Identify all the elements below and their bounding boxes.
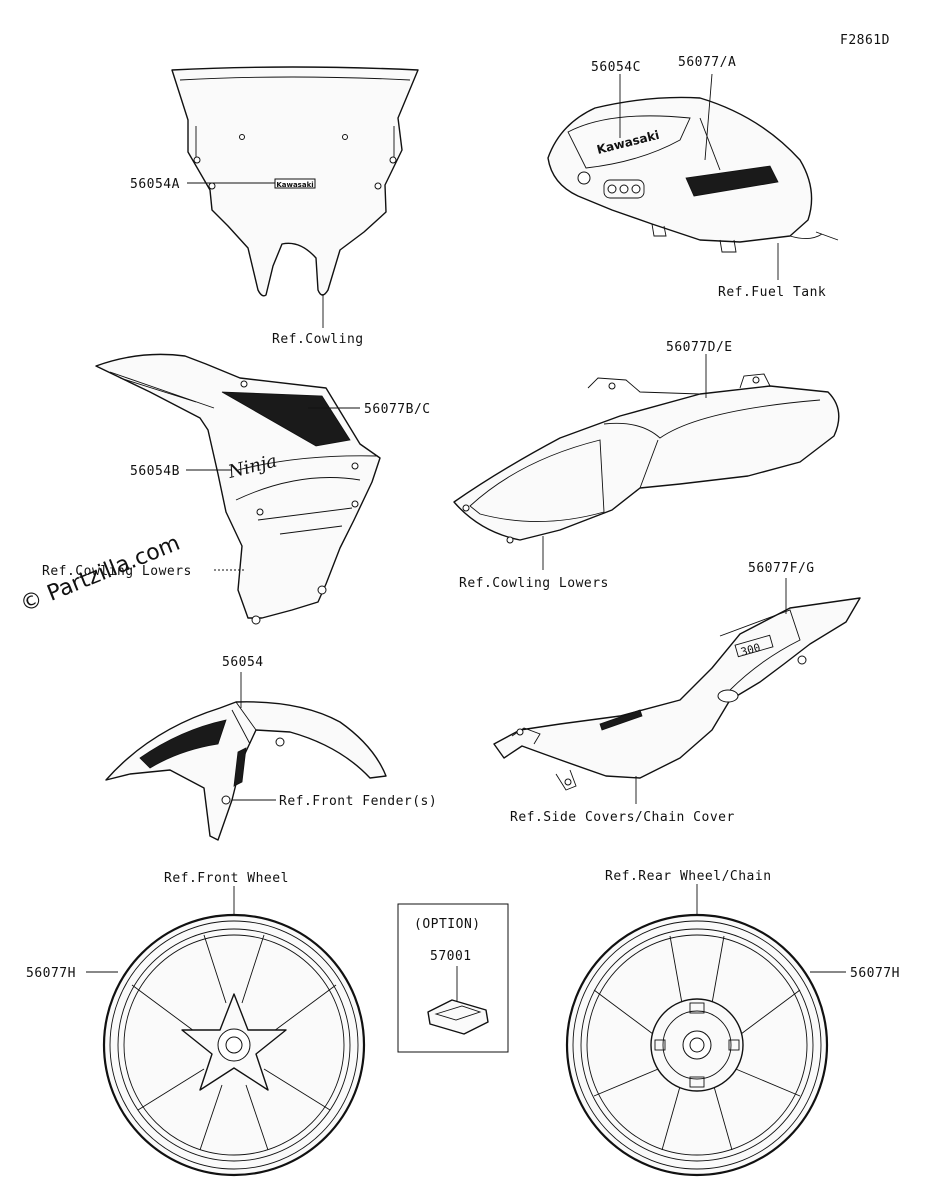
front-wheel-ref-label: Ref.Front Wheel <box>164 871 289 886</box>
left-lower-group: Ninja 56077B/C 56054B Ref.Cowling Lowers <box>42 353 431 625</box>
windscreen-part-label: 56054A <box>130 177 180 192</box>
fuel-tank-part <box>547 96 813 243</box>
option-box-title: (OPTION) <box>414 917 481 932</box>
option-box-group: (OPTION) 57001 <box>397 903 509 1053</box>
side-cover-group: 300 56077F/G Ref.Side Covers/Chain Cover <box>493 561 861 825</box>
right-lower-part-label: 56077D/E <box>666 340 733 355</box>
right-lower-part <box>453 385 840 541</box>
front-fender-part <box>105 701 387 841</box>
windscreen-decal <box>274 178 316 189</box>
side-cover-part-label: 56077F/G <box>748 561 815 576</box>
front-wheel-part-label: 56077H <box>26 966 76 981</box>
windscreen-decal-text: Kawasaki <box>276 181 313 189</box>
side-cover-part <box>493 597 861 779</box>
right-lower-group: 56077D/E Ref.Cowling Lowers <box>453 340 840 591</box>
side-cover-decal-text: 300 <box>739 641 762 659</box>
option-box-part-label: 57001 <box>430 949 472 964</box>
option-part <box>427 999 489 1035</box>
fuel-tank-part-label-right: 56077/A <box>678 55 736 70</box>
right-lower-ref-label: Ref.Cowling Lowers <box>459 576 609 591</box>
fuel-tank-group: Kawasaki 56054C 56077/A Ref.Fuel Tank <box>547 55 839 300</box>
front-fender-part-label: 56054 <box>222 655 264 670</box>
rear-wheel-part-label: 56077H <box>850 966 900 981</box>
figure-code: F2861D <box>840 33 890 48</box>
left-lower-part-label-stripe: 56077B/C <box>364 402 431 417</box>
windscreen-ref-label: Ref.Cowling <box>272 332 364 347</box>
left-lower-part-label-logo: 56054B <box>130 464 180 479</box>
left-lower-ref-label: Ref.Cowling Lowers <box>42 564 192 579</box>
front-fender-group: 56054 Ref.Front Fender(s) <box>105 655 437 841</box>
side-cover-ref-label: Ref.Side Covers/Chain Cover <box>510 810 735 825</box>
fuel-tank-ref-label: Ref.Fuel Tank <box>718 285 826 300</box>
rear-wheel-ref-label: Ref.Rear Wheel/Chain <box>605 869 772 884</box>
front-wheel-group: 56077H Ref.Front Wheel <box>26 871 366 1177</box>
front-fender-ref-label: Ref.Front Fender(s) <box>279 794 437 809</box>
rear-wheel-group: 56077H Ref.Rear Wheel/Chain <box>565 869 900 1177</box>
fuel-tank-part-label-left: 56054C <box>591 60 641 75</box>
windscreen-group: Kawasaki 56054A Ref.Cowling <box>130 66 419 347</box>
side-cover-decal <box>734 634 774 658</box>
option-box <box>397 903 509 1053</box>
